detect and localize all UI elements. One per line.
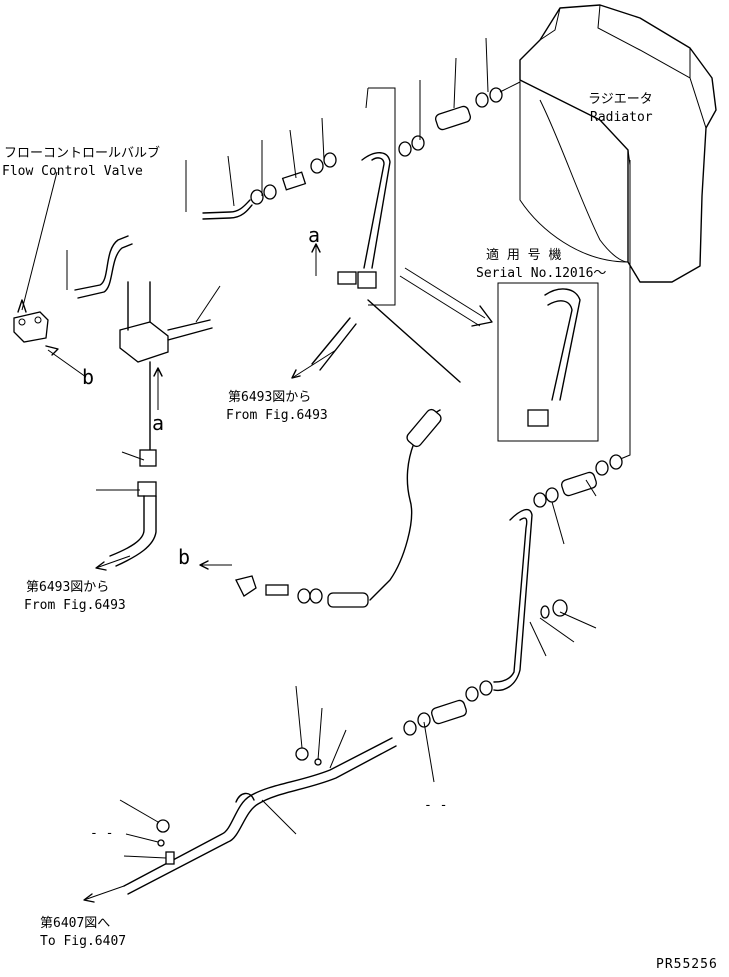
ref-b-left: b bbox=[82, 365, 95, 389]
drawing-code: PR55256 bbox=[656, 957, 718, 972]
flow-control-valve-assembly bbox=[13, 235, 213, 567]
from-fig-left-jp: 第6493図から bbox=[26, 580, 110, 595]
ref-a-mid: a bbox=[152, 411, 165, 435]
serial-label-jp: 適 用 号 機 bbox=[486, 248, 562, 263]
flow-control-valve-label-jp: フローコントロールバルブ bbox=[4, 146, 161, 161]
radiator-label-jp: ラジエータ bbox=[588, 92, 653, 107]
upper-hose-assembly bbox=[202, 81, 521, 220]
vertical-pipe-assembly bbox=[337, 87, 396, 306]
leader-lines bbox=[17, 37, 597, 903]
to-fig-en: To Fig.6407 bbox=[40, 934, 127, 949]
serial-inset bbox=[497, 282, 599, 442]
dash-left: - - bbox=[90, 826, 114, 841]
ref-a-top: a bbox=[308, 223, 321, 247]
ref-b-mid: b bbox=[178, 545, 191, 569]
dash-mid: - - bbox=[424, 798, 448, 813]
center-hose-assembly bbox=[235, 299, 461, 608]
to-fig-jp: 第6407図へ bbox=[40, 916, 111, 931]
from-fig-top-jp: 第6493図から bbox=[228, 390, 312, 405]
serial-label-en: Serial No.12016～ bbox=[476, 266, 607, 281]
radiator-label-en: Radiator bbox=[590, 110, 653, 125]
flow-control-valve-label-en: Flow Control Valve bbox=[2, 164, 143, 179]
lower-right-hose-assembly bbox=[403, 160, 631, 736]
radiator bbox=[519, 4, 717, 283]
from-fig-top-en: From Fig.6493 bbox=[226, 408, 328, 423]
return-pipe-assembly bbox=[123, 737, 397, 895]
from-fig-left-en: From Fig.6493 bbox=[24, 598, 126, 613]
